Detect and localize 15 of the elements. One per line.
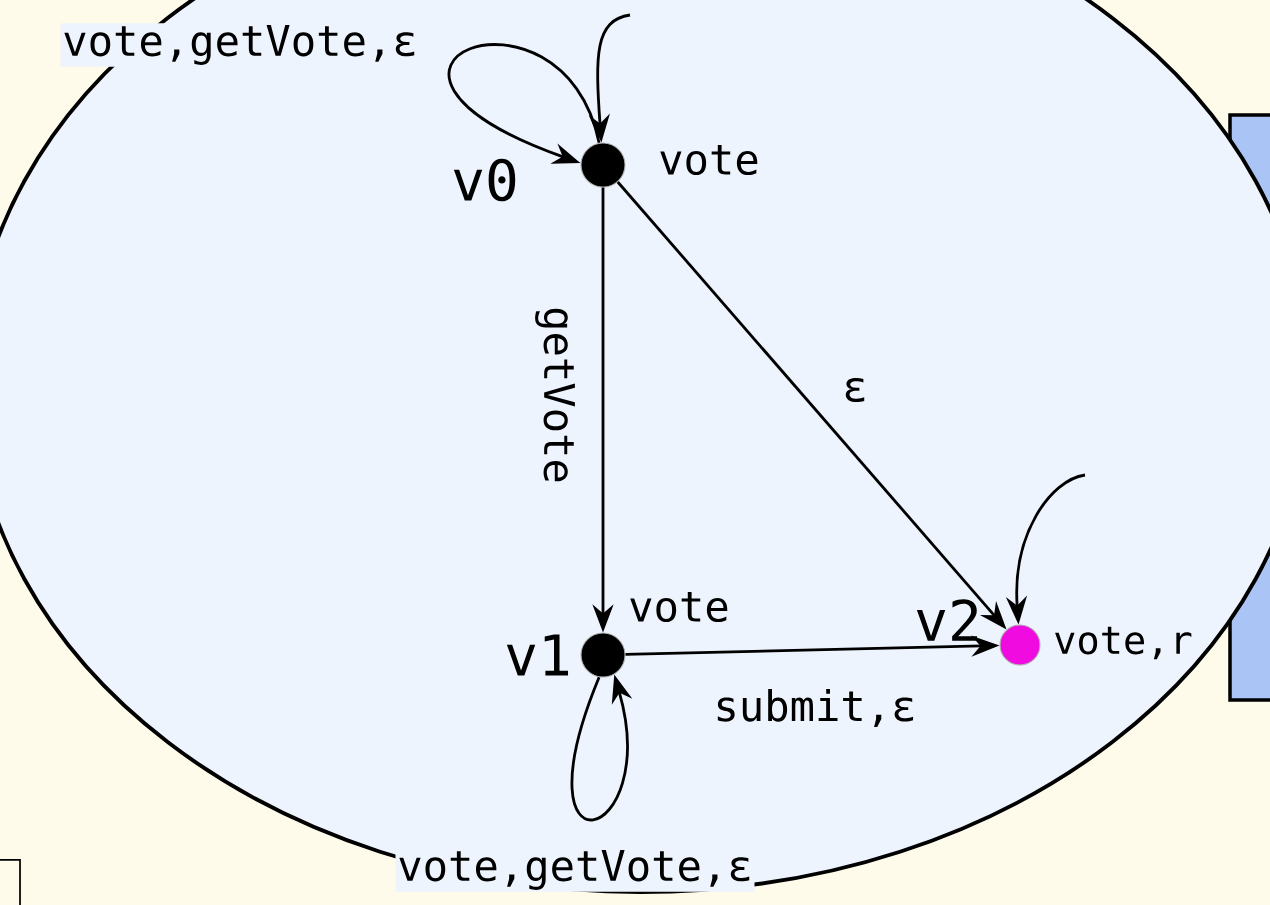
- state-label: vote: [660, 144, 758, 176]
- edge-label: getVote: [535, 308, 575, 482]
- state-dot: [999, 624, 1041, 666]
- state-dot: [580, 632, 626, 678]
- state-dot: [580, 142, 626, 188]
- state-label: vote: [630, 591, 728, 623]
- edge-label: vote,getVote,ε: [399, 850, 750, 890]
- edge-label: ε: [845, 377, 865, 402]
- loop-arrow: [447, 43, 601, 164]
- state-name: v1: [506, 634, 569, 676]
- state-name: v2: [916, 599, 978, 641]
- edge-label: vote,getVote,ε: [64, 25, 415, 65]
- state-name: v0: [453, 158, 516, 202]
- edge-label: submit,ε: [717, 689, 914, 727]
- state-label: vote,r: [1055, 626, 1192, 660]
